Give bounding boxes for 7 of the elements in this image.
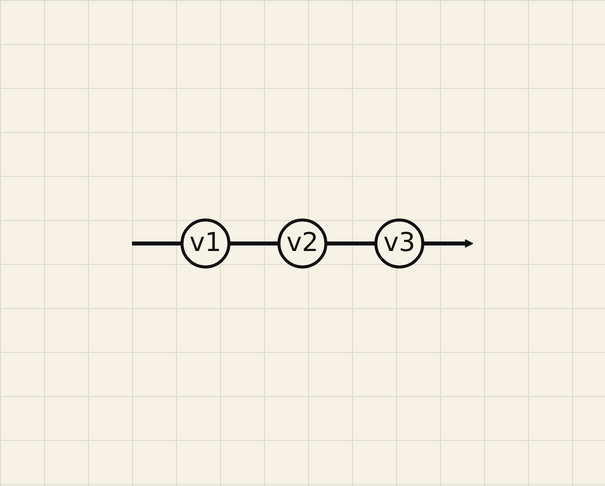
connector [326,241,376,245]
node-circle: v1 [180,218,231,268]
node-circle: v3 [374,218,424,268]
node-circle: v2 [278,218,328,268]
connector [229,241,280,245]
connector [132,241,182,245]
arrow [422,238,474,248]
